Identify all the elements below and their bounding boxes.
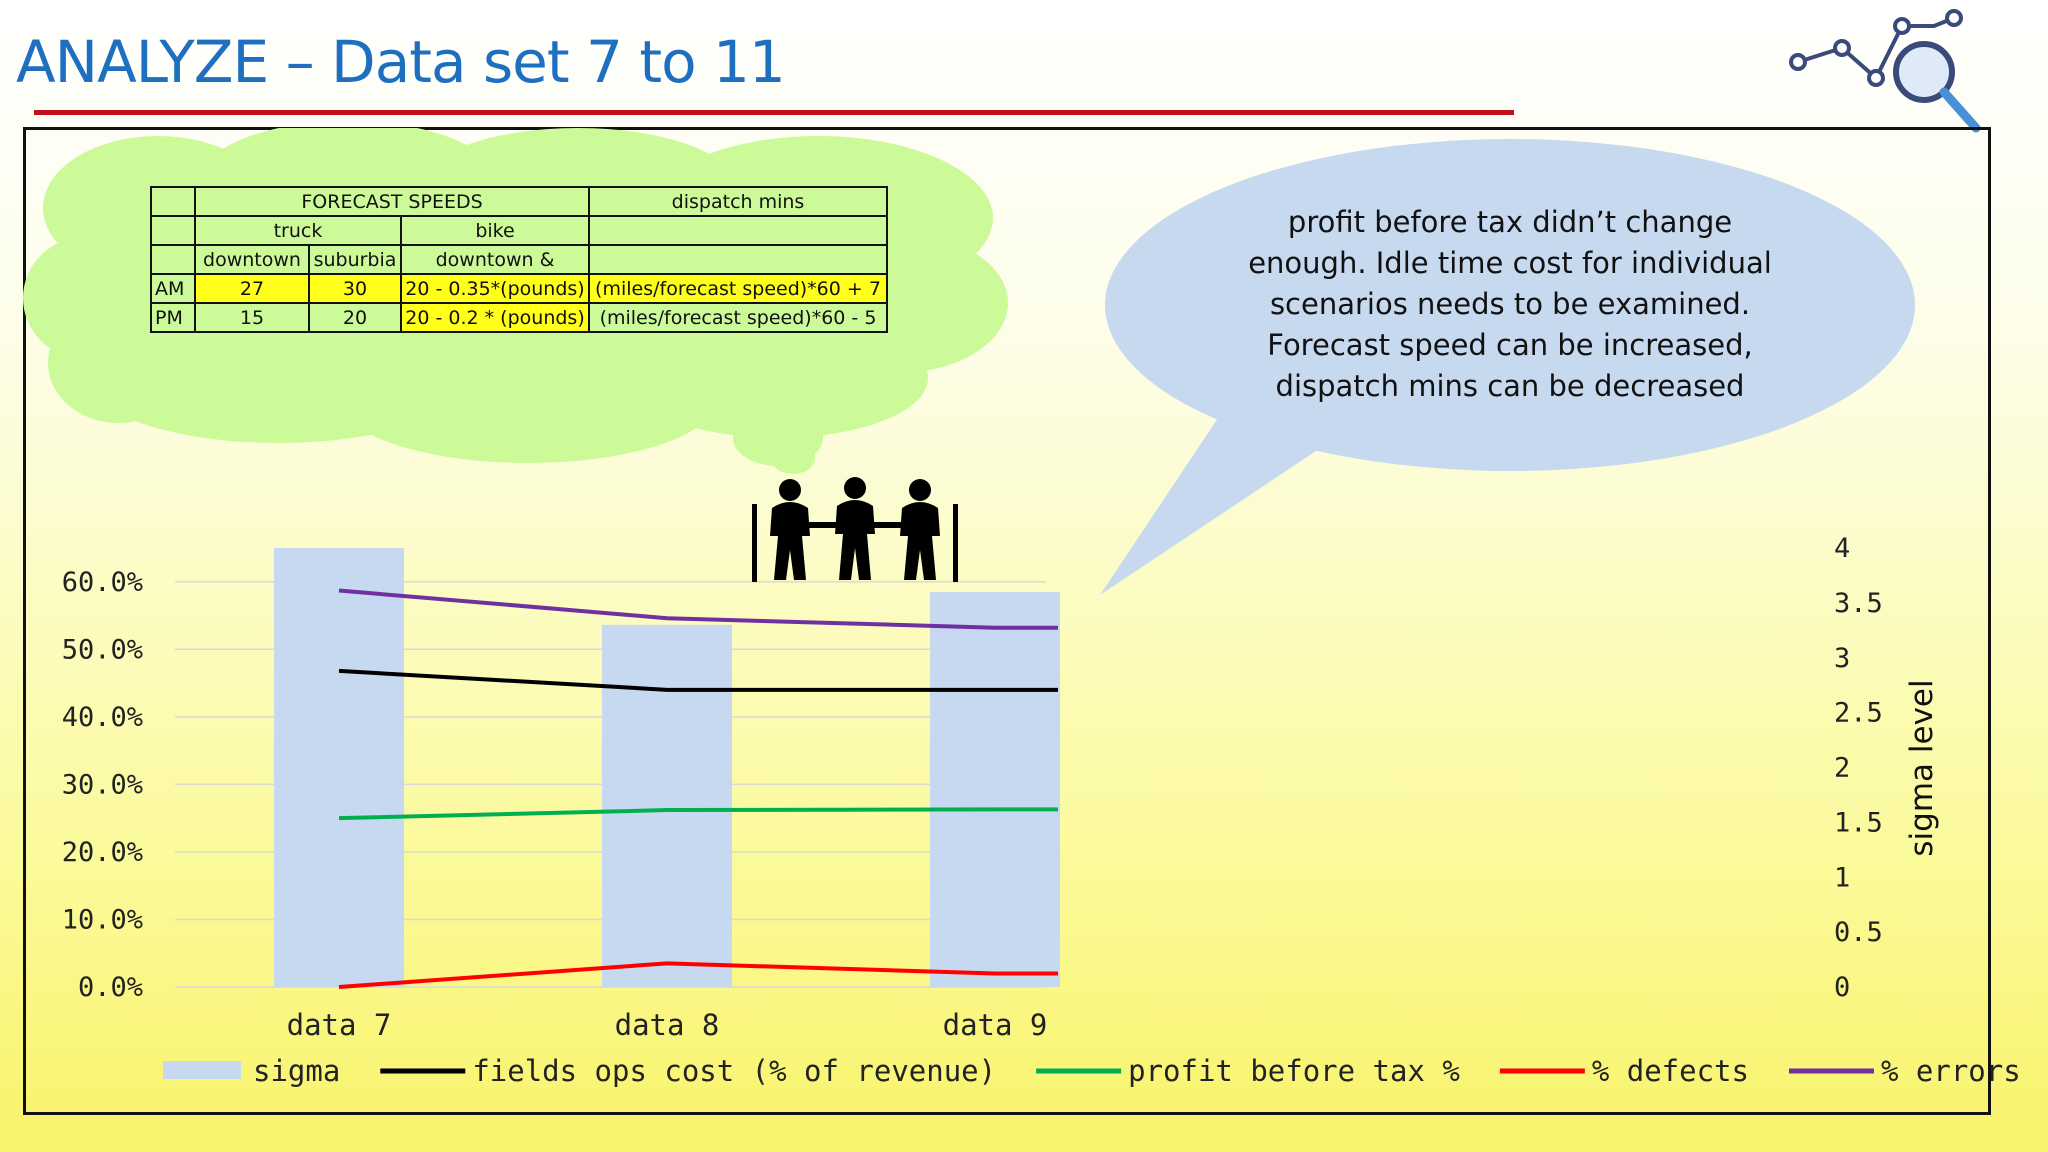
table-cell	[150, 215, 196, 246]
table-cell: 20	[308, 302, 402, 333]
table-cell: 15	[194, 302, 310, 333]
table-cell: PM	[150, 302, 196, 333]
table-cell: FORECAST SPEEDS	[194, 186, 590, 217]
table-cell: 20 - 0.2 * (pounds)	[400, 302, 590, 333]
table-row: downtown suburbia downtown &	[150, 244, 888, 275]
table-cell: downtown &	[400, 244, 590, 275]
callout-line: scenarios needs to be examined.	[1269, 287, 1751, 321]
table-cell: bike	[400, 215, 590, 246]
table-row: PM 15 20 20 - 0.2 * (pounds) (miles/fore…	[150, 302, 888, 333]
table-cell: (miles/forecast speed)*60 + 7	[588, 273, 888, 304]
table-cell: 20 - 0.35*(pounds)	[400, 273, 590, 304]
table-row: truck bike	[150, 215, 888, 246]
forecast-table: FORECAST SPEEDS dispatch mins truck bike…	[150, 186, 888, 333]
table-cell: dispatch mins	[588, 186, 888, 217]
callout-line: Forecast speed can be increased,	[1267, 328, 1753, 362]
slide-title: ANALYZE – Data set 7 to 11	[16, 28, 786, 96]
table-cell	[588, 215, 888, 246]
content-frame	[23, 127, 1991, 1115]
title-underline	[34, 110, 1514, 115]
analytics-magnifier-icon	[1789, 9, 1981, 133]
meeting-people-icon	[752, 477, 958, 582]
table-cell: 27	[194, 273, 310, 304]
table-cell: (miles/forecast speed)*60 - 5	[588, 302, 888, 333]
table-cell: truck	[194, 215, 402, 246]
table-row: AM 27 30 20 - 0.35*(pounds) (miles/forec…	[150, 273, 888, 304]
table-cell	[150, 244, 196, 275]
table-row: FORECAST SPEEDS dispatch mins	[150, 186, 888, 217]
table-cell: suburbia	[308, 244, 402, 275]
table-cell: downtown	[194, 244, 310, 275]
table-cell: 30	[308, 273, 402, 304]
callout-text: profit before tax didn’t change enough. …	[1180, 202, 1840, 407]
table-cell: AM	[150, 273, 196, 304]
table-cell	[150, 186, 196, 217]
speech-bubble	[1100, 139, 1915, 595]
callout-line: enough. Idle time cost for individual	[1248, 246, 1772, 280]
callout-line: dispatch mins can be decreased	[1275, 369, 1745, 403]
callout-line: profit before tax didn’t change	[1287, 205, 1733, 239]
table-cell	[588, 244, 888, 275]
